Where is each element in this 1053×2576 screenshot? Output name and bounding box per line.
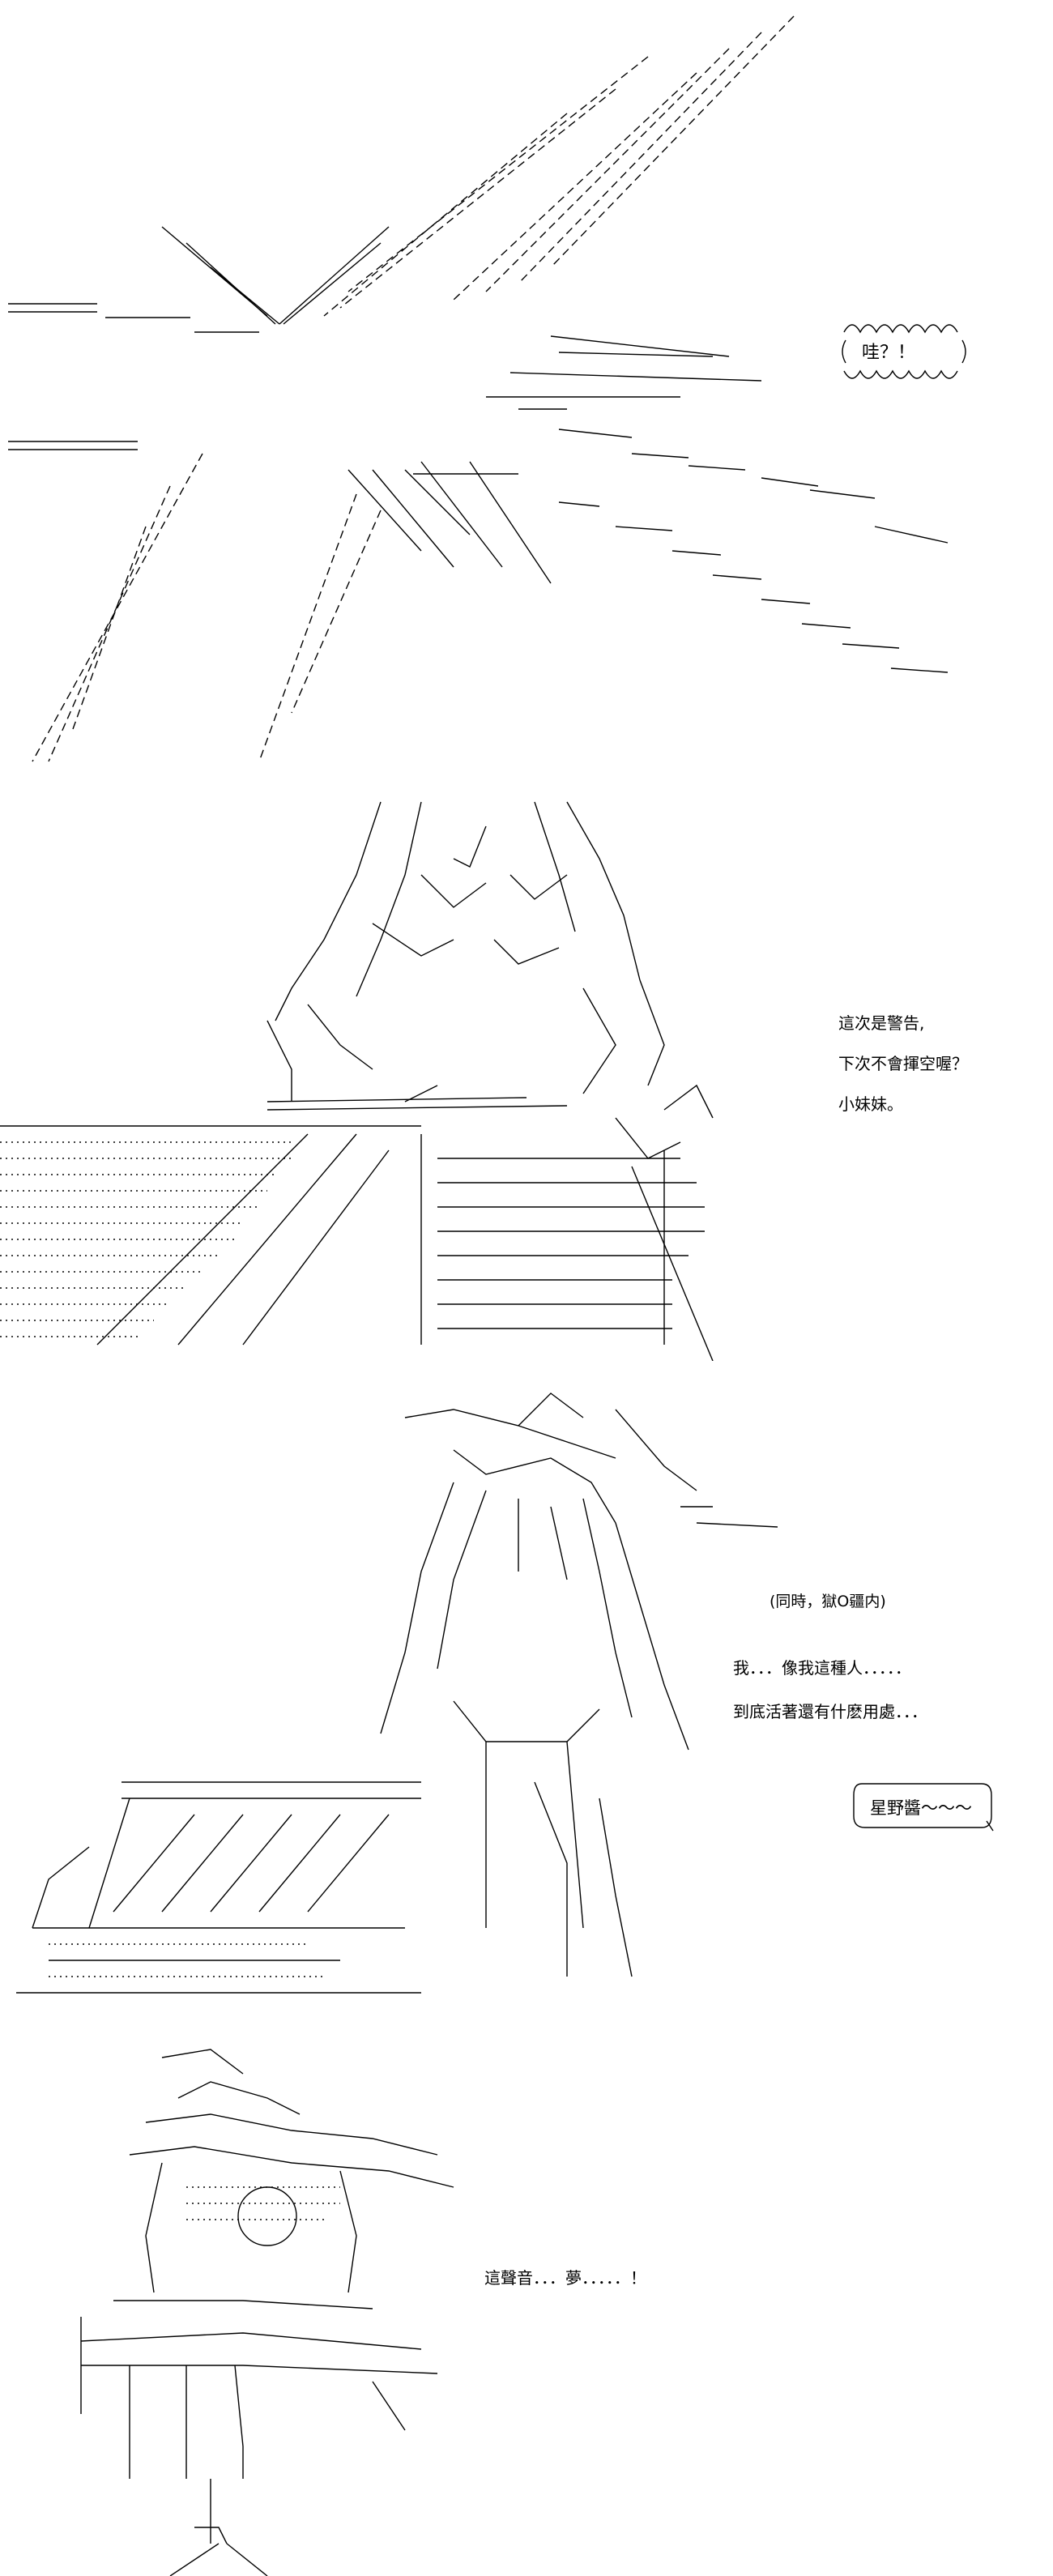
panel-voice: 這聲音．．．夢．．．．．！: [0, 2025, 1053, 2576]
narration-caption: (同時，獄O疆内): [770, 1593, 886, 1610]
sfx-text: 哇？！: [862, 343, 916, 363]
spiky-bubble-outline: [842, 324, 966, 379]
panel-warning: 這次是警告, 下次不會揮空喔？ 小妹妹。: [0, 778, 1053, 1361]
dialogue-line-2: 到底活著還有什麽用處．．．: [733, 1702, 927, 1721]
dialogue-line: 這聲音．．．夢．．．．．！: [484, 2268, 646, 2288]
voice-bubble: 星野醬～～～: [849, 1781, 995, 1834]
character-linework: [0, 801, 714, 1361]
panel-impact: 哇？！: [0, 0, 1053, 778]
sfx-bubble: 哇？！: [834, 308, 972, 397]
dialogue-line-2: 下次不會揮空喔？: [838, 1054, 968, 1073]
voice-bubble-text: 星野醬～～～: [870, 1798, 972, 1818]
prisoner-linework: [16, 1392, 778, 1994]
impact-linework: [8, 15, 949, 762]
figure-linework: [80, 2049, 454, 2576]
dialogue-line-1: 這次是警告,: [838, 1013, 925, 1033]
panel-prison: (同時，獄O疆内) 我．．．像我這種人．．．．． 到底活著還有什麽用處．．．: [0, 1361, 1053, 2025]
dialogue-line-1: 我．．．像我這種人．．．．．: [733, 1658, 911, 1678]
rounded-bubble-outline: [853, 1783, 994, 1832]
dialogue-line-3: 小妹妹。: [838, 1094, 903, 1114]
